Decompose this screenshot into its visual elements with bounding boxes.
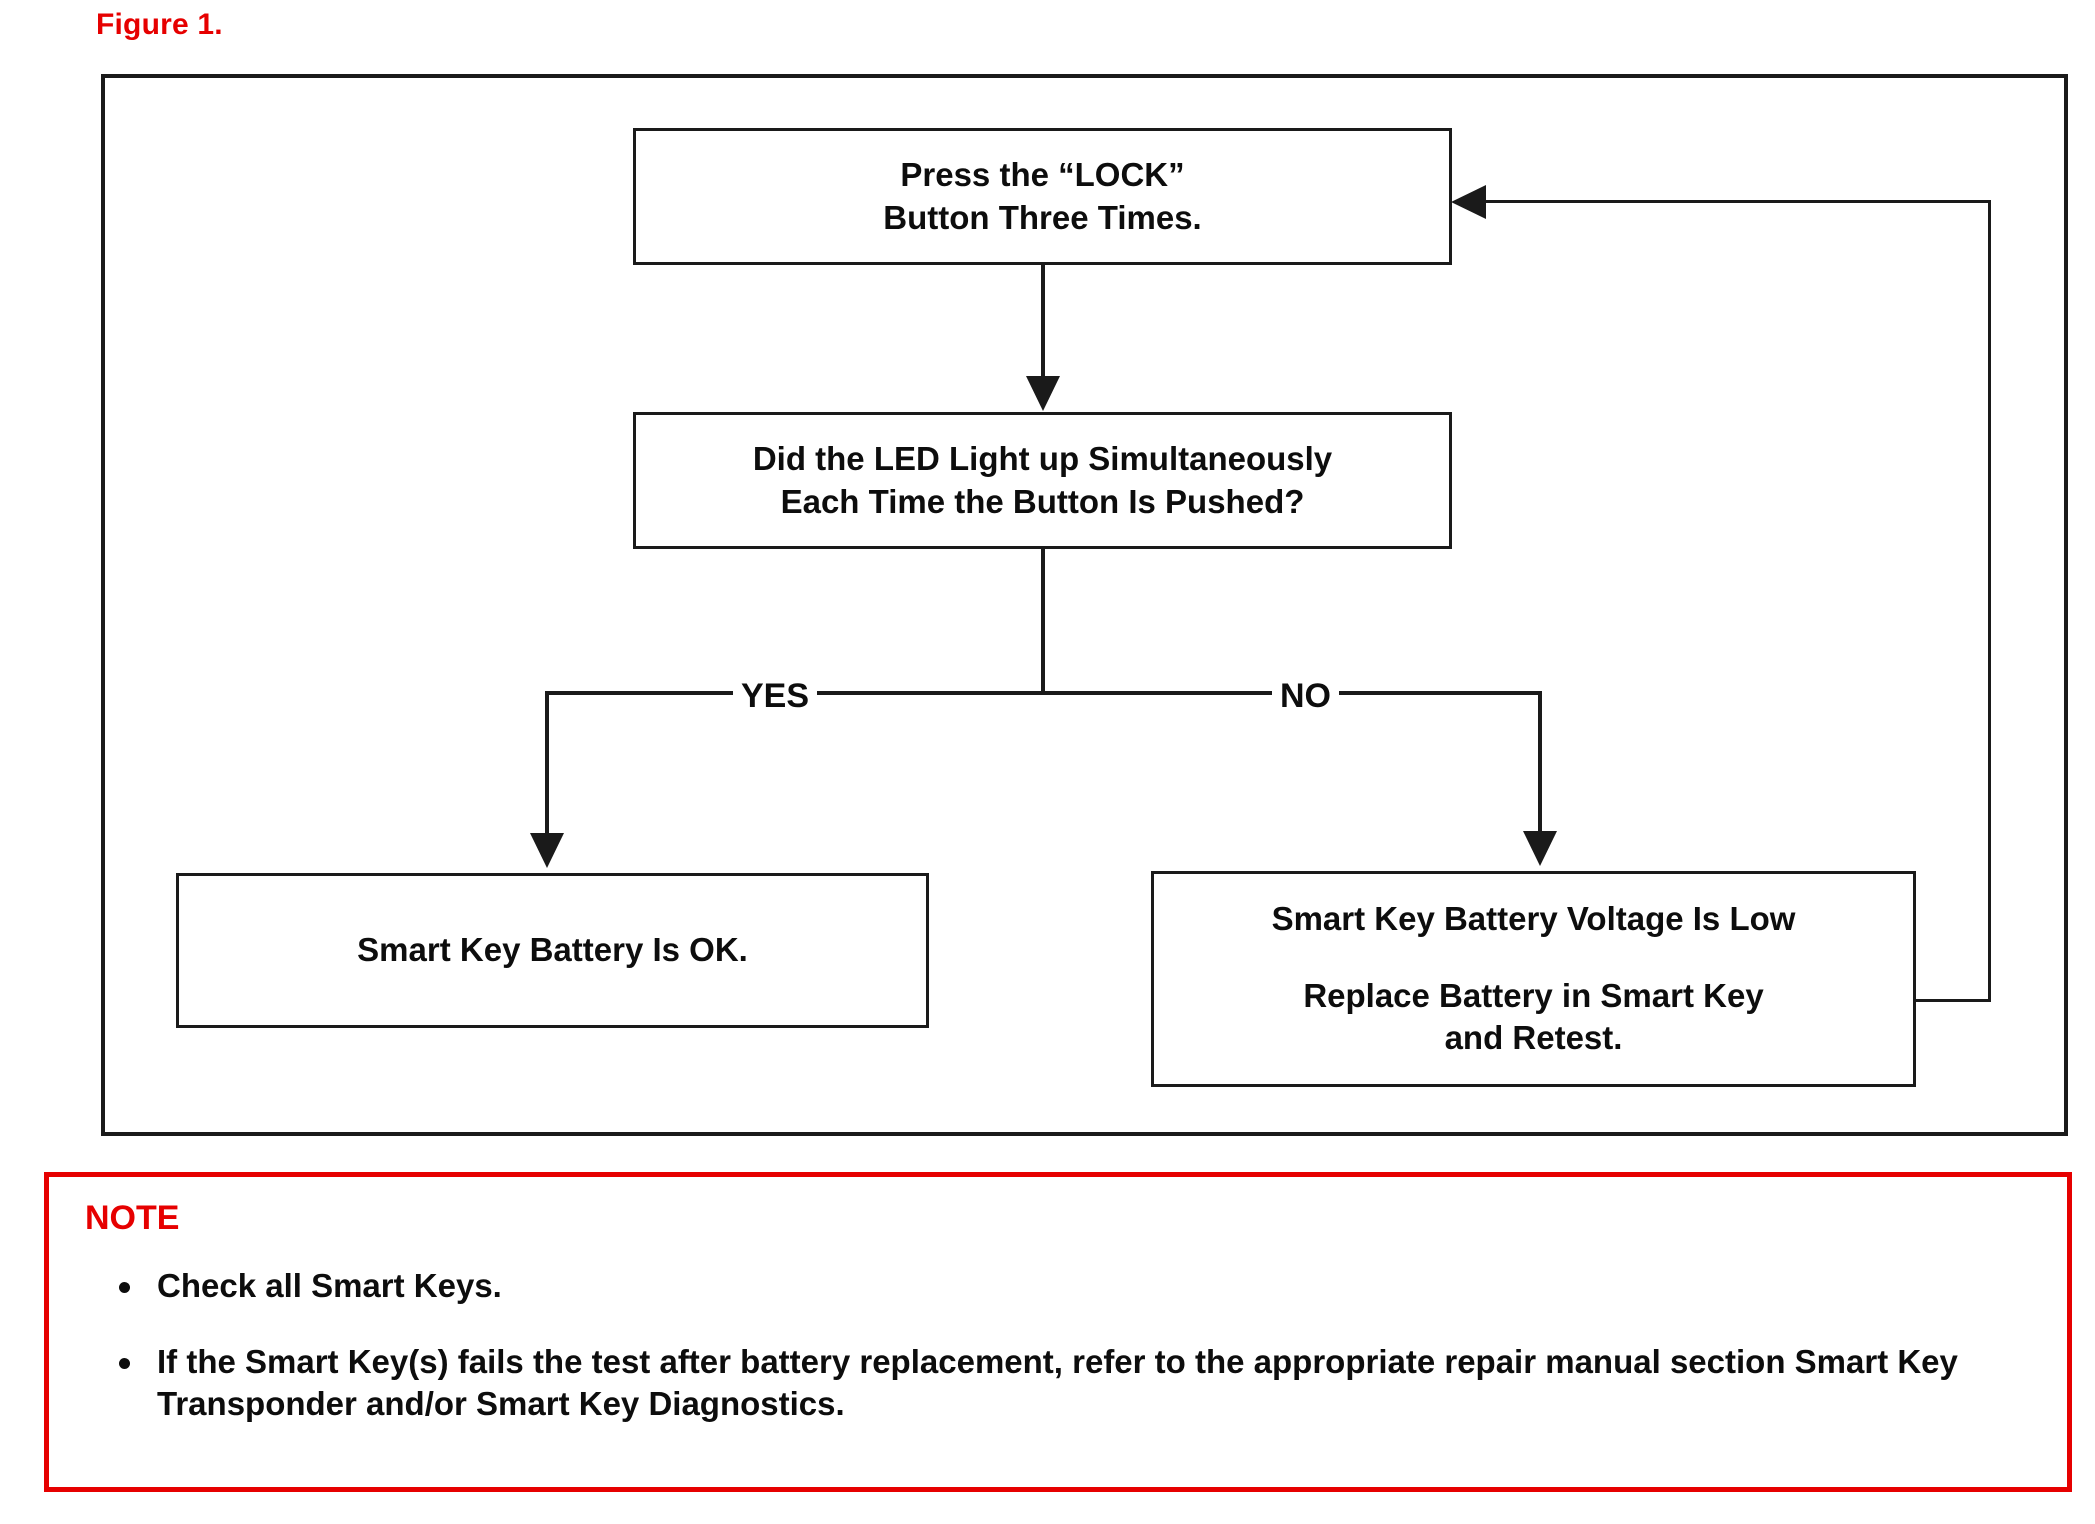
note-list: Check all Smart Keys. If the Smart Key(s…: [105, 1265, 2037, 1460]
connector-press-lock-to-did-led: [1041, 265, 1045, 376]
box-battery-low-line3: and Retest.: [1444, 1019, 1623, 1057]
note-panel: NOTE Check all Smart Keys. If the Smart …: [44, 1172, 2072, 1492]
connector-loop-right: [1988, 200, 1991, 1002]
note-list-item: If the Smart Key(s) fails the test after…: [105, 1341, 2037, 1425]
connector-branch-bus: [545, 691, 1542, 695]
figure-caption: Figure 1.: [96, 8, 223, 41]
box-battery-low-line2: Replace Battery in Smart Key: [1303, 976, 1764, 1014]
arrowhead-down-to-battery-low: [1523, 831, 1557, 866]
flow-box-battery-ok: Smart Key Battery Is OK.: [176, 873, 929, 1028]
note-item-text: If the Smart Key(s) fails the test after…: [157, 1343, 1958, 1423]
connector-no-leg: [1538, 691, 1542, 831]
box-press-lock-line1: Press the “LOCK”: [900, 155, 1185, 193]
arrowhead-down-to-battery-ok: [530, 833, 564, 868]
arrowhead-left-to-press-lock: [1451, 185, 1486, 219]
box-did-led-line2: Each Time the Button Is Pushed?: [780, 482, 1305, 520]
bullet-icon: [119, 1358, 130, 1370]
branch-label-no: NO: [1272, 679, 1339, 713]
box-battery-low-line1: Smart Key Battery Voltage Is Low: [1271, 899, 1796, 937]
note-title: NOTE: [85, 1199, 180, 1237]
branch-label-yes: YES: [733, 679, 818, 713]
connector-loop-top: [1486, 200, 1991, 203]
box-battery-ok-line1: Smart Key Battery Is OK.: [357, 931, 748, 969]
box-press-lock-line2: Button Three Times.: [883, 198, 1202, 236]
note-list-item: Check all Smart Keys.: [105, 1265, 2037, 1307]
note-item-text: Check all Smart Keys.: [157, 1267, 502, 1304]
box-did-led-line1: Did the LED Light up Simultaneously: [752, 439, 1333, 477]
connector-yes-leg: [545, 691, 549, 833]
arrowhead-down-to-did-led: [1026, 376, 1060, 411]
connector-did-led-stem: [1041, 549, 1045, 693]
connector-loop-bottom: [1913, 999, 1991, 1002]
flow-box-did-led: Did the LED Light up Simultaneously Each…: [633, 412, 1452, 549]
flow-box-battery-low: Smart Key Battery Voltage Is Low Replace…: [1151, 871, 1916, 1087]
flow-box-press-lock: Press the “LOCK” Button Three Times.: [633, 128, 1452, 265]
bullet-icon: [119, 1282, 130, 1294]
